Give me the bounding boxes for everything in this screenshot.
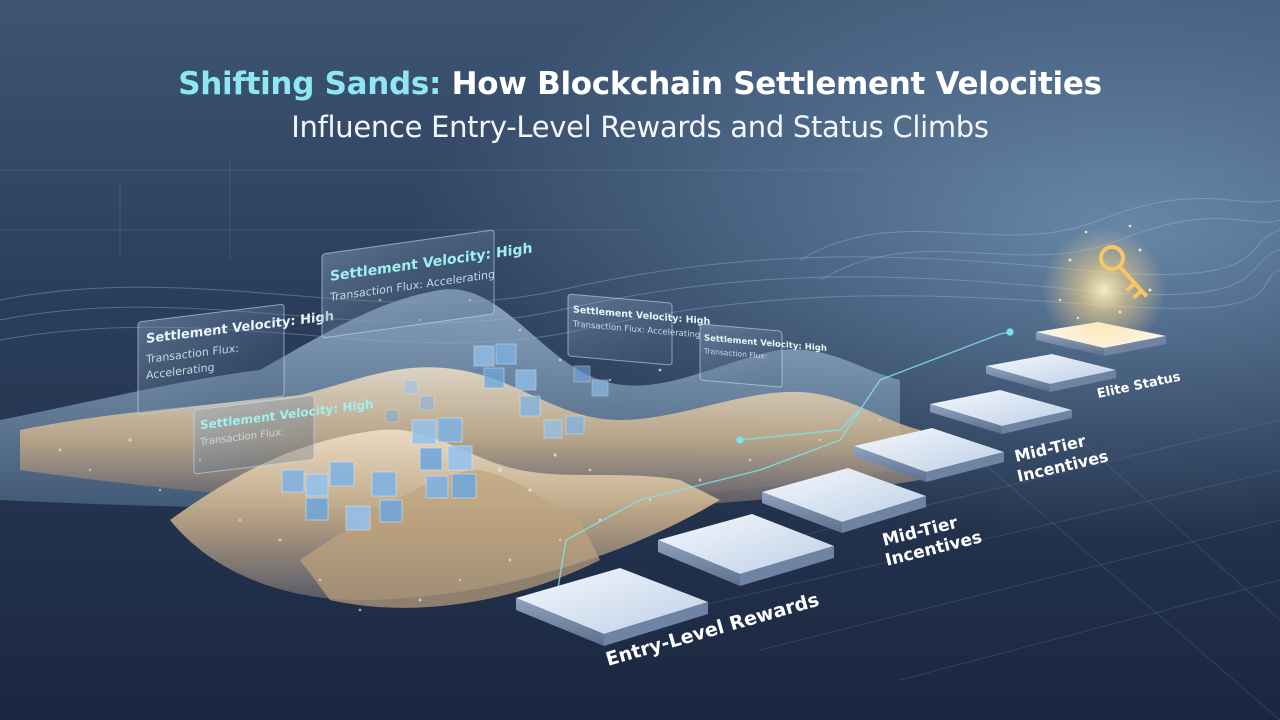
step-3 bbox=[762, 468, 926, 533]
info-panel-3: Settlement Velocity: High Transaction Fl… bbox=[321, 229, 532, 339]
step-5 bbox=[930, 390, 1072, 434]
page-title: Shifting Sands: How Blockchain Settlemen… bbox=[0, 62, 1280, 106]
block-cubes bbox=[281, 343, 609, 531]
page-subtitle: Influence Entry-Level Rewards and Status… bbox=[291, 110, 989, 144]
step-2 bbox=[658, 514, 834, 586]
tier-steps bbox=[516, 322, 1166, 646]
title-block: Shifting Sands: How Blockchain Settlemen… bbox=[0, 62, 1280, 148]
connector-line bbox=[555, 328, 1014, 601]
step-4 bbox=[854, 428, 1004, 482]
info-panel-5: Settlement Velocity: High Transaction Fl… bbox=[699, 323, 827, 388]
step-6 bbox=[986, 354, 1116, 392]
key-icon bbox=[1042, 224, 1166, 352]
title-accent: Shifting Sands: bbox=[178, 66, 442, 102]
step-1 bbox=[516, 568, 708, 646]
info-panel-4: Settlement Velocity: High Transaction Fl… bbox=[567, 293, 711, 366]
title-rest: How Blockchain Settlement Velocities bbox=[451, 66, 1102, 102]
sand-particles bbox=[58, 298, 882, 612]
